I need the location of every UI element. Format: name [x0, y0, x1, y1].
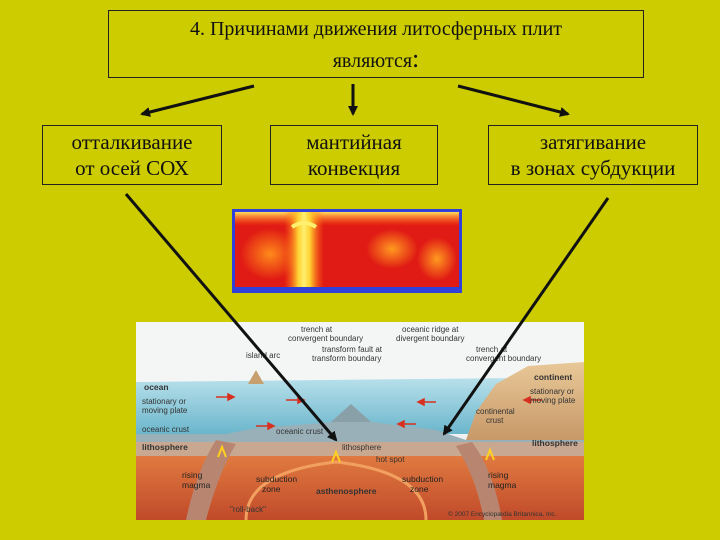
label-island-arc: island arc: [246, 351, 280, 360]
label-asthenosphere: asthenosphere: [316, 486, 377, 496]
label-continental-crust-2: crust: [486, 416, 504, 425]
convection-heatmap-image: [232, 209, 462, 293]
label-copyright: © 2007 Encyclopædia Britannica, Inc.: [448, 510, 557, 518]
cause-slab-pull: затягивание в зонах субдукции: [488, 125, 698, 185]
label-oceanic-ridge-1: oceanic ridge at: [402, 325, 459, 334]
title-line-2-text: являются: [332, 50, 413, 72]
cause-slab-pull-line1: затягивание: [539, 130, 647, 154]
cause-slab-pull-line2: в зонах субдукции: [510, 156, 676, 180]
title-line-2: являются:: [109, 44, 643, 76]
label-continent: continent: [534, 372, 572, 382]
label-lithosphere-mid: lithosphere: [342, 443, 382, 452]
label-stationary-right-1: stationary or: [530, 387, 574, 396]
label-hot-spot: hot spot: [376, 455, 405, 464]
label-lithosphere-right: lithosphere: [532, 438, 578, 448]
cause-mantle-convection-line1: мантийная: [306, 130, 402, 154]
cause-mantle-convection: мантийная конвекция: [270, 125, 438, 185]
label-stationary-right-2: moving plate: [530, 396, 576, 405]
label-oceanic-ridge-2: divergent boundary: [396, 334, 465, 343]
plate-tectonics-diagram: trench at convergent boundary oceanic ri…: [136, 322, 584, 520]
label-rising-magma-right-1: rising: [488, 470, 509, 480]
label-lithosphere-left: lithosphere: [142, 442, 188, 452]
label-subduction-left-2: zone: [262, 484, 281, 494]
label-subduction-right-2: zone: [410, 484, 429, 494]
cause-ridge-push-line1: отталкивание: [71, 130, 193, 154]
label-trench-right-2: convergent boundary: [466, 354, 541, 363]
label-rising-magma-right-2: magma: [488, 480, 517, 490]
label-rising-magma-left-1: rising: [182, 470, 203, 480]
label-trench-right-1: trench at: [476, 345, 508, 354]
title-line-1: 4. Причинами движения литосферных плит: [189, 18, 563, 40]
label-rising-magma-left-2: magma: [182, 480, 211, 490]
label-stationary-left-1: stationary or: [142, 397, 186, 406]
label-trench-convergent-2: convergent boundary: [288, 334, 363, 343]
label-oceanic-crust-left: oceanic crust: [142, 425, 190, 434]
label-roll-back: "roll-back": [230, 505, 266, 514]
label-oceanic-crust-mid: oceanic crust: [276, 427, 324, 436]
title-box: 4. Причинами движения литосферных плит я…: [108, 10, 644, 78]
title-colon: :: [412, 44, 420, 73]
label-ocean: ocean: [144, 382, 169, 392]
label-stationary-left-2: moving plate: [142, 406, 188, 415]
label-continental-crust-1: continental: [476, 407, 515, 416]
arrow-to-ridge-push: [140, 84, 255, 117]
label-transform-fault-1: transform fault at: [322, 345, 383, 354]
label-subduction-left-1: subduction: [256, 474, 297, 484]
cause-mantle-convection-line2: конвекция: [307, 156, 401, 180]
label-subduction-right-1: subduction: [402, 474, 443, 484]
cause-ridge-push: отталкивание от осей СОХ: [42, 125, 222, 185]
cause-ridge-push-line2: от осей СОХ: [75, 156, 189, 180]
arrow-to-slab-pull: [457, 84, 570, 117]
label-transform-fault-2: transform boundary: [312, 354, 381, 363]
label-trench-convergent-1: trench at: [301, 325, 333, 334]
